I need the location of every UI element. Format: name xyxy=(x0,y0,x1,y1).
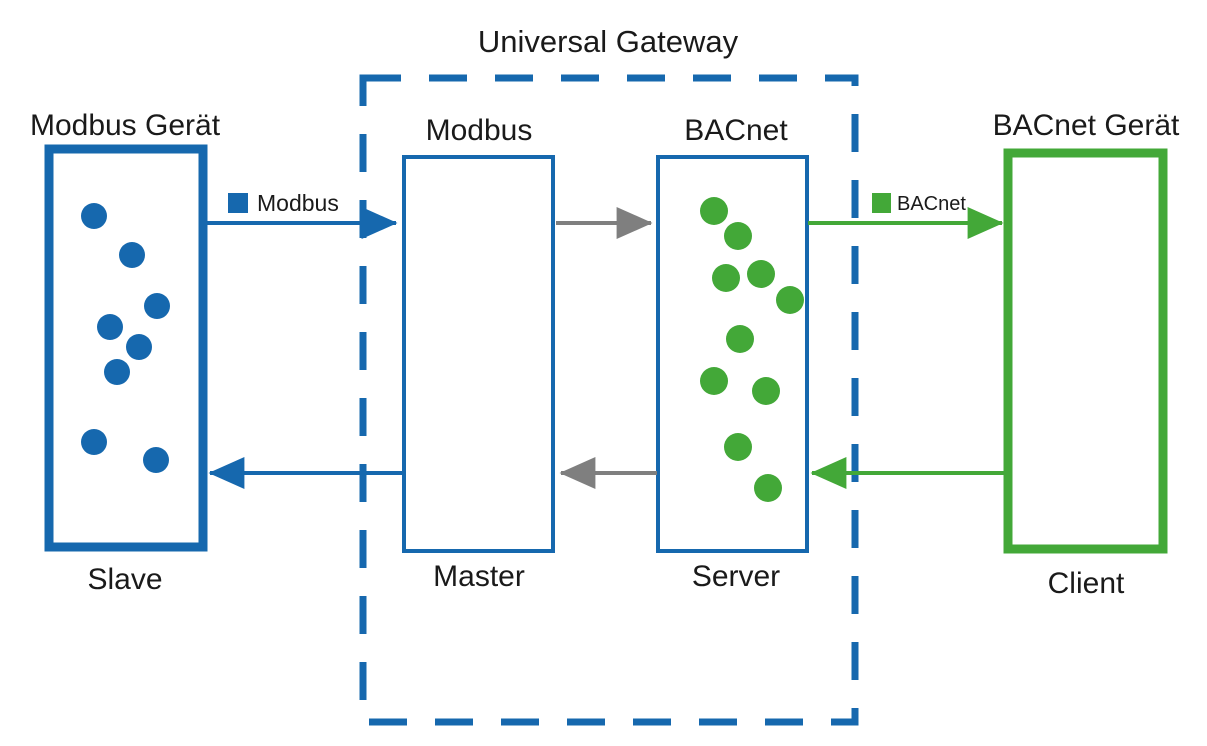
data-dot xyxy=(119,242,145,268)
modbus-device-role: Slave xyxy=(87,563,162,596)
data-dot xyxy=(700,197,728,225)
bacnet-device-role: Client xyxy=(1048,567,1125,600)
data-dot xyxy=(776,286,804,314)
bacnet-legend-label: BACnet xyxy=(897,193,966,215)
modbus-legend-label: Modbus xyxy=(257,190,339,216)
data-dot xyxy=(752,377,780,405)
gateway-bacnet-role: Server xyxy=(692,560,780,593)
gateway-boundary xyxy=(359,74,859,726)
bacnet-legend-swatch-icon xyxy=(872,193,891,213)
modbus-device-dots xyxy=(81,203,170,473)
data-dot xyxy=(143,447,169,473)
data-dot xyxy=(724,222,752,250)
data-dot xyxy=(81,203,107,229)
gateway-modbus-role: Master xyxy=(433,560,525,593)
data-dot xyxy=(81,429,107,455)
bacnet-device-title: BACnet Gerät xyxy=(993,109,1180,142)
gateway-modbus-title: Modbus xyxy=(426,114,533,147)
modbus-legend-swatch-icon xyxy=(228,193,248,213)
gateway-modbus-box[interactable] xyxy=(402,155,555,553)
data-dot xyxy=(700,367,728,395)
gateway-bacnet-dots xyxy=(700,197,804,502)
data-dot xyxy=(712,264,740,292)
bacnet-device-box[interactable] xyxy=(1003,148,1168,554)
gateway-bacnet-box[interactable] xyxy=(656,155,809,553)
data-dot xyxy=(97,314,123,340)
data-dot xyxy=(144,293,170,319)
modbus-device-box[interactable] xyxy=(44,144,208,552)
data-dot xyxy=(126,334,152,360)
data-dot xyxy=(747,260,775,288)
data-dot xyxy=(104,359,130,385)
gateway-title: Universal Gateway xyxy=(478,24,739,59)
data-dot xyxy=(726,325,754,353)
data-dot xyxy=(724,433,752,461)
modbus-device-title: Modbus Gerät xyxy=(30,109,221,142)
data-dot xyxy=(754,474,782,502)
gateway-bacnet-title: BACnet xyxy=(684,114,788,147)
